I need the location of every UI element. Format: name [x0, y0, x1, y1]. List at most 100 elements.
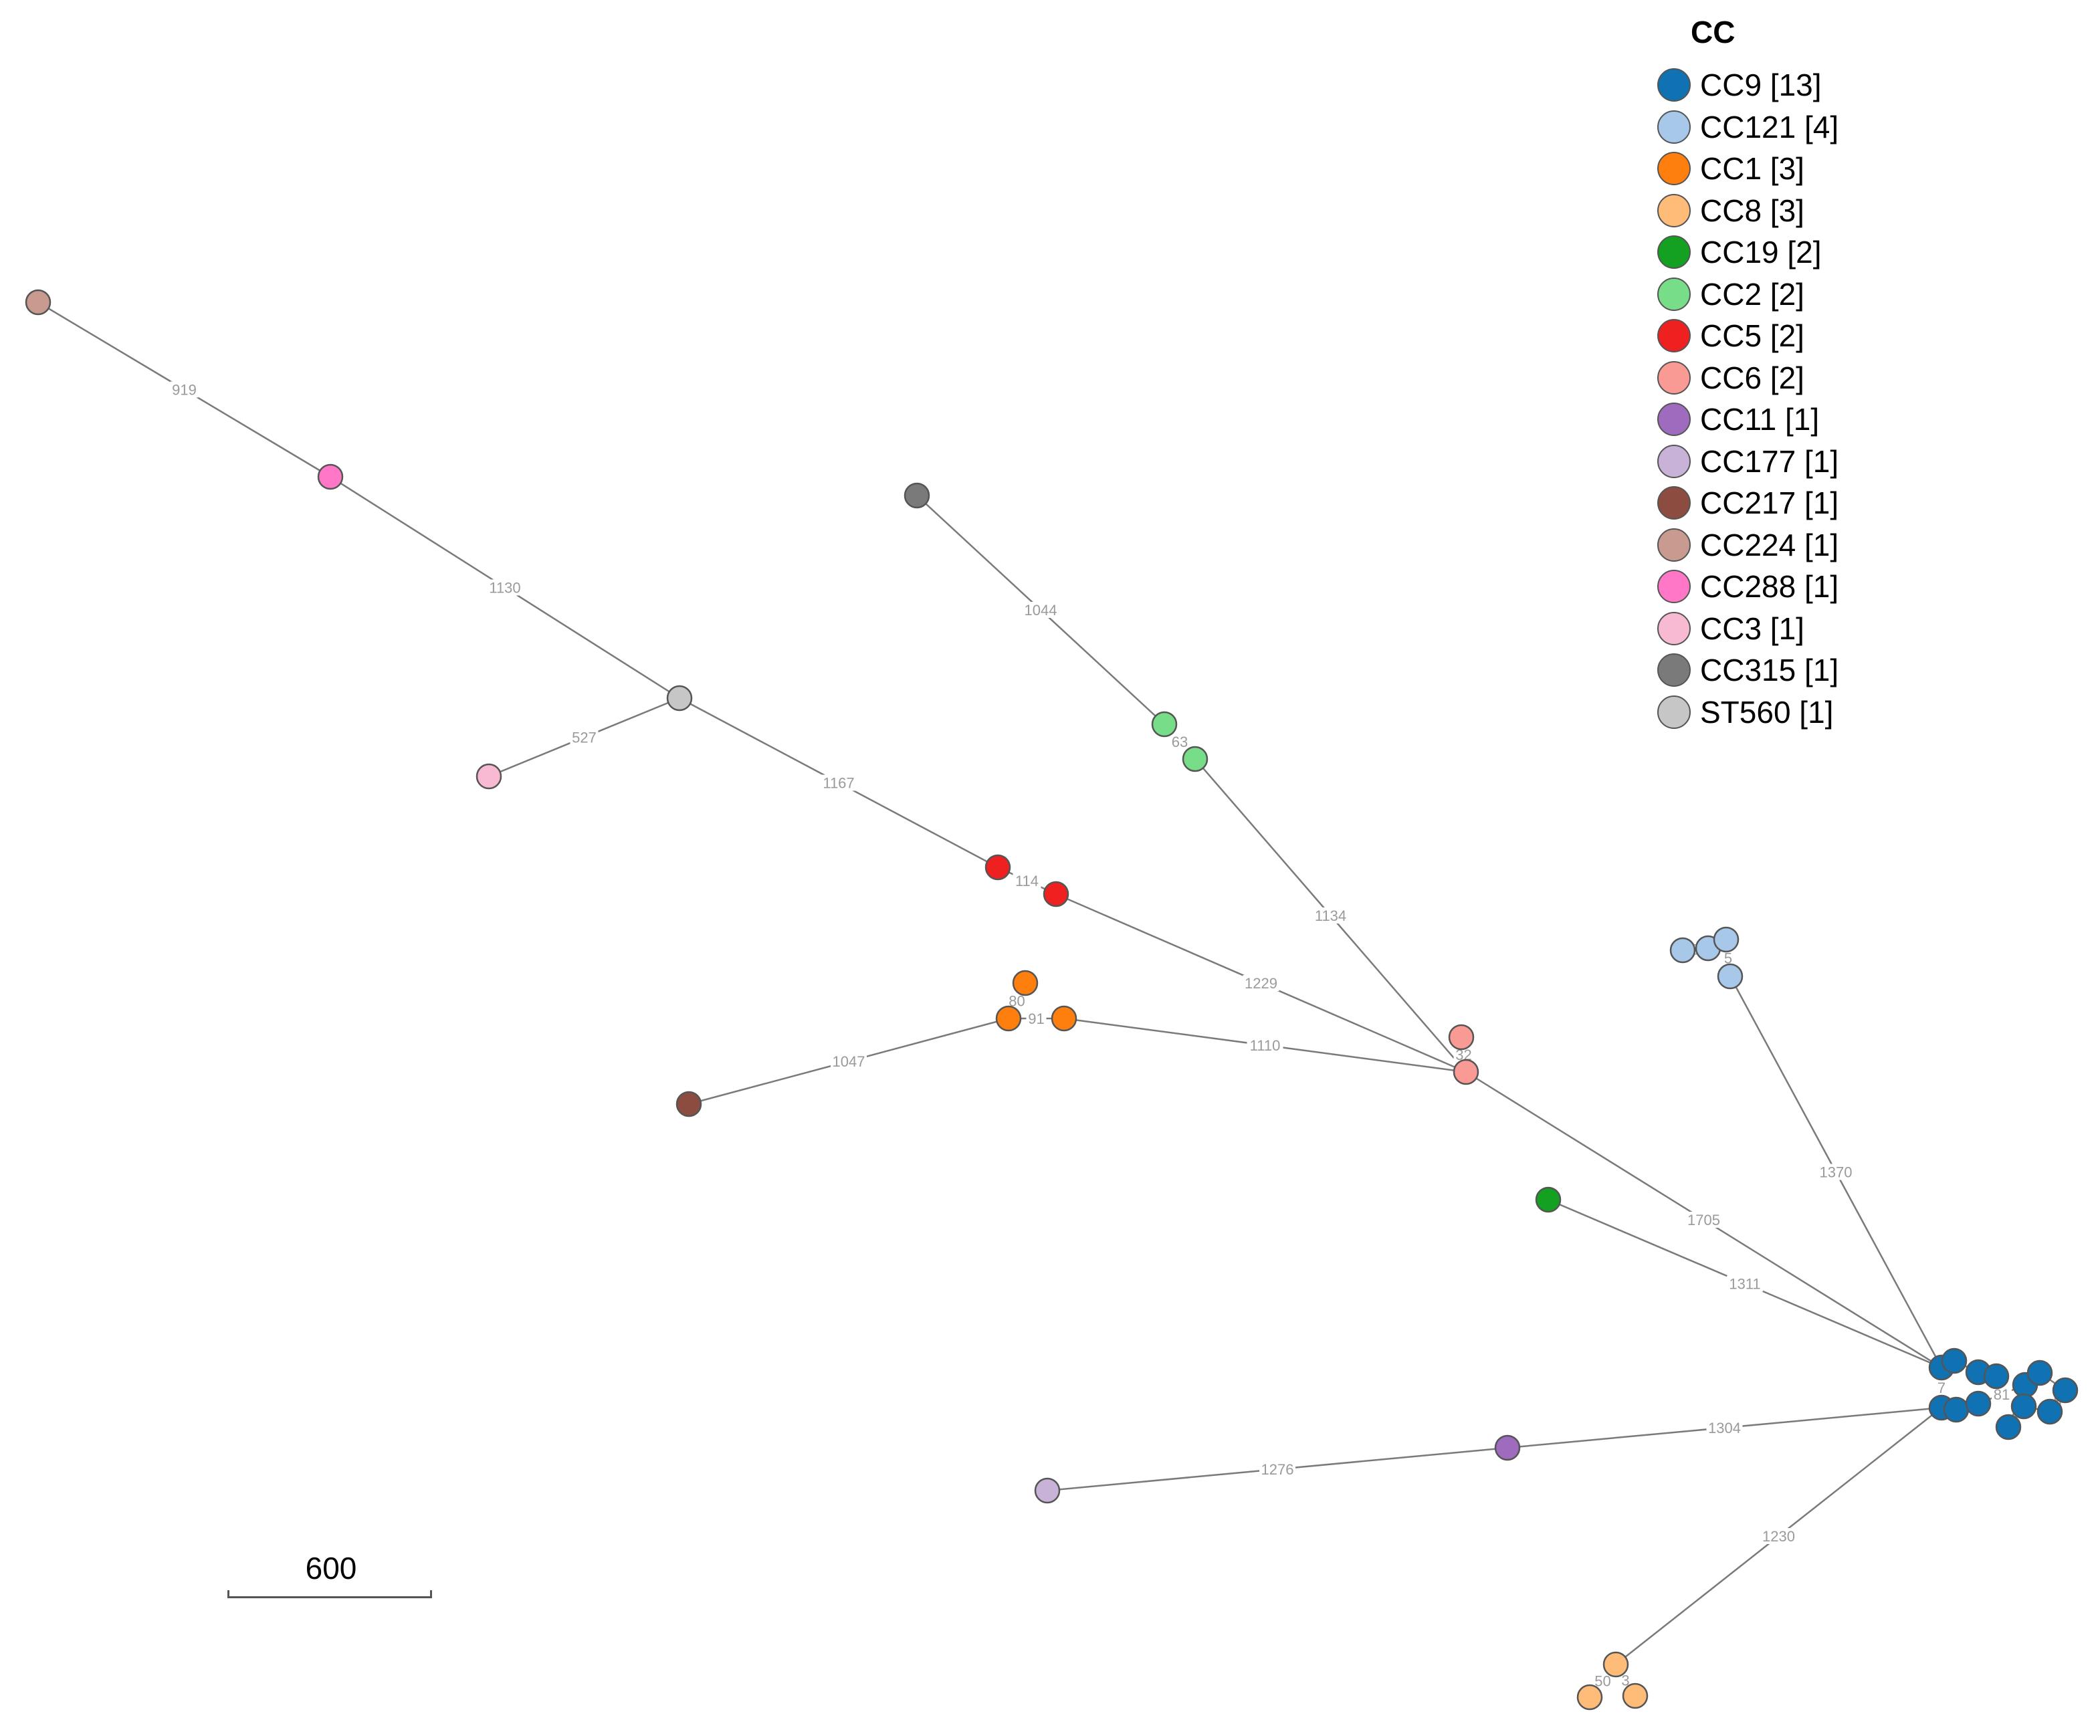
legend-swatch — [1657, 403, 1691, 437]
tree-node-cc288[interactable] — [317, 463, 344, 490]
edge-label: 1047 — [833, 1053, 865, 1070]
legend-swatch — [1657, 611, 1691, 645]
edge-label-background — [831, 1053, 867, 1069]
tree-node-cc1a[interactable] — [1012, 970, 1039, 996]
legend-label: CC6 [2] — [1700, 360, 1804, 395]
tree-node-cc177[interactable] — [1034, 1477, 1061, 1504]
tree-node-cc1b[interactable] — [995, 1005, 1022, 1032]
legend-label: CC9 [13] — [1700, 68, 1822, 103]
legend-item: CC11 [1] — [1657, 399, 2085, 441]
legend-swatch — [1657, 152, 1691, 186]
edge-label: 1311 — [1729, 1276, 1760, 1293]
legend-item: CC288 [1] — [1657, 566, 2085, 608]
edge-label-background — [1259, 1461, 1295, 1477]
edge-label: 63 — [1172, 734, 1188, 750]
edge-label: 1276 — [1261, 1461, 1294, 1478]
edge-label: 1110 — [1250, 1037, 1281, 1054]
legend-label: CC8 [3] — [1700, 193, 1804, 228]
tree-node-cc9j[interactable] — [2052, 1377, 2079, 1404]
tree-node-cc217[interactable] — [675, 1091, 702, 1117]
legend-swatch — [1657, 319, 1691, 353]
tree-node-cc8c[interactable] — [1622, 1683, 1649, 1709]
edge-label: 919 — [172, 382, 197, 399]
tree-node-cc9f[interactable] — [1943, 1396, 1970, 1423]
edge-label: 1167 — [823, 775, 854, 792]
edge-label-background — [1760, 1528, 1797, 1544]
tree-node-cc121c[interactable] — [1713, 926, 1740, 953]
edge-label-background — [1170, 734, 1190, 750]
tree-node-cc2a[interactable] — [1151, 711, 1178, 738]
tree-node-cc9i[interactable] — [2026, 1360, 2053, 1386]
legend: CC CC9 [13] CC121 [4] CC1 [3] CC8 [3]CC19 [… — [1657, 12, 2085, 733]
legend-label: CC177 [1] — [1700, 443, 1839, 479]
edge-label: 3 — [1621, 1672, 1629, 1689]
legend-label: CC121 [4] — [1700, 109, 1839, 144]
edge-label-background — [1706, 1420, 1743, 1436]
tree-node-cc19[interactable] — [1535, 1186, 1562, 1213]
tree-node-cc9k[interactable] — [2036, 1398, 2063, 1425]
legend-item: CC19 [2] — [1657, 231, 2085, 274]
tree-node-cc6b[interactable] — [1453, 1059, 1479, 1085]
edge-label: 527 — [572, 730, 597, 746]
legend-swatch — [1657, 570, 1691, 604]
tree-node-cc9m[interactable] — [1995, 1414, 2022, 1440]
legend-swatch — [1657, 277, 1691, 311]
edge-label: 7 — [1937, 1380, 1946, 1396]
legend-swatch — [1657, 193, 1691, 227]
legend-item: CC121 [4] — [1657, 106, 2085, 148]
tree-node-cc9d[interactable] — [1983, 1363, 2010, 1390]
edge-label-background — [1247, 1037, 1283, 1053]
tree-node-cc8a[interactable] — [1602, 1651, 1629, 1678]
legend-label: CC315 [1] — [1700, 653, 1839, 688]
tree-node-cc9b[interactable] — [1941, 1347, 1968, 1374]
legend-label: ST560 [1] — [1700, 694, 1834, 730]
tree-node-cc11[interactable] — [1494, 1434, 1521, 1461]
edge-label: 114 — [1015, 873, 1039, 889]
tree-node-cc5b[interactable] — [1043, 881, 1069, 907]
legend-item: CC315 [1] — [1657, 649, 2085, 691]
legend-item: CC9 [13] — [1657, 64, 2085, 106]
tree-node-cc9g[interactable] — [1965, 1390, 1992, 1417]
tree-node-cc9l[interactable] — [2010, 1393, 2037, 1420]
edge-label: 1304 — [1708, 1420, 1741, 1436]
tree-node-cc3[interactable] — [476, 763, 502, 790]
edge-label-background — [170, 381, 199, 398]
legend-item: CC217 [1] — [1657, 482, 2085, 524]
legend-label: CC2 [2] — [1700, 276, 1804, 312]
legend-swatch — [1657, 653, 1691, 687]
legend-item: CC5 [2] — [1657, 315, 2085, 357]
tree-node-cc8b[interactable] — [1576, 1684, 1603, 1711]
legend-label: CC217 [1] — [1700, 485, 1839, 521]
tree-node-cc1c[interactable] — [1051, 1005, 1077, 1032]
legend-swatch — [1657, 235, 1691, 269]
tree-node-st560[interactable] — [666, 685, 693, 712]
legend-item: CC2 [2] — [1657, 274, 2085, 316]
legend-item: CC6 [2] — [1657, 357, 2085, 399]
legend-title: CC — [1691, 15, 1736, 49]
tree-node-cc6a[interactable] — [1448, 1024, 1475, 1051]
tree-node-cc2b[interactable] — [1182, 746, 1209, 772]
legend-label: CC3 [1] — [1700, 611, 1804, 646]
edge-label-background — [821, 774, 857, 791]
edge-label-background — [1722, 950, 1734, 966]
tree-node-cc315[interactable] — [904, 482, 930, 509]
tree-node-cc121a[interactable] — [1669, 937, 1696, 964]
edge-label: 1044 — [1025, 602, 1057, 619]
legend-item: CC8 [3] — [1657, 190, 2085, 232]
edge-label: 1705 — [1687, 1212, 1720, 1228]
edge-label-background — [487, 579, 523, 596]
tree-node-cc121d[interactable] — [1717, 963, 1744, 990]
edge-label-background — [1935, 1380, 1948, 1396]
legend-item: CC3 [1] — [1657, 608, 2085, 650]
edge-label-background — [1023, 602, 1059, 618]
legend-item: ST560 [1] — [1657, 691, 2085, 734]
tree-node-cc5a[interactable] — [984, 854, 1011, 881]
legend-swatch — [1657, 68, 1691, 102]
edge-label: 1134 — [1315, 907, 1346, 924]
legend-label: CC1 [3] — [1700, 151, 1804, 187]
edge-label: 50 — [1594, 1673, 1610, 1690]
tree-node-cc224[interactable] — [25, 289, 51, 316]
nodes-layer — [25, 289, 2079, 1711]
